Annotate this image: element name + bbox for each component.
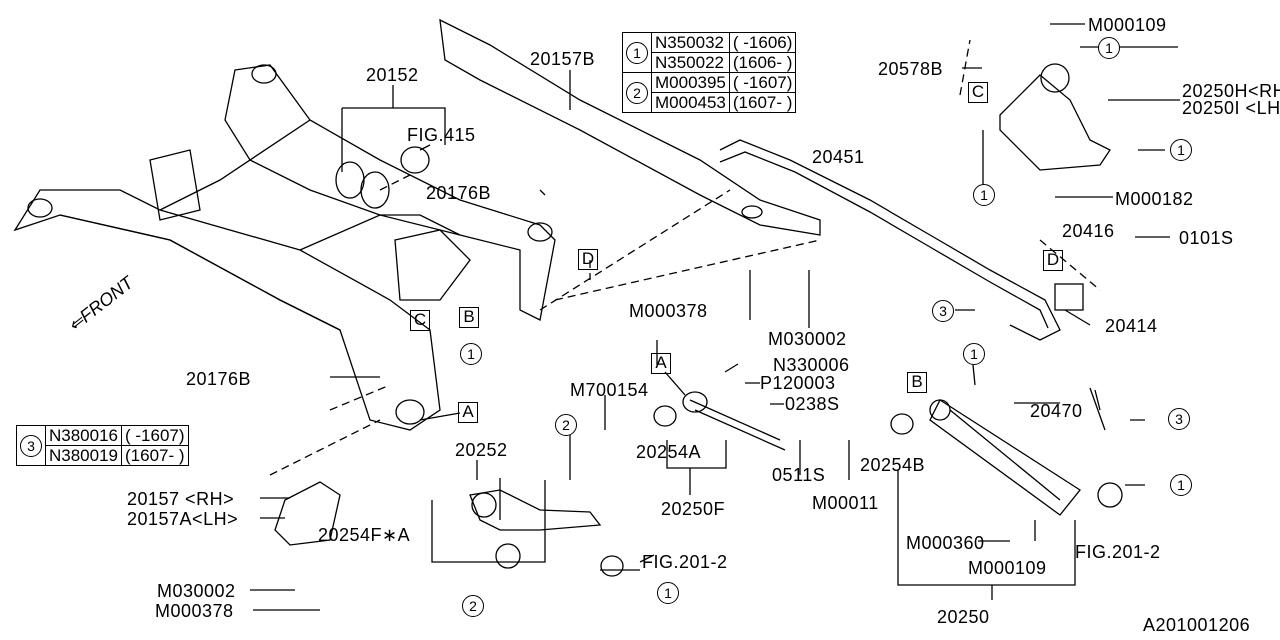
stabilizer-bar — [719, 139, 1061, 341]
date-range-cell: (1607- ) — [728, 92, 797, 113]
callout-1: 1 — [626, 41, 648, 64]
part-label: 20414 — [1105, 316, 1158, 336]
part-label: 20254A — [636, 442, 702, 462]
part-label: 0238S — [785, 394, 840, 414]
callout-3: 3 — [932, 300, 954, 322]
part-label: 0511S — [772, 465, 826, 485]
part-label: 20176B — [186, 369, 252, 389]
ref-box-b: B — [907, 372, 927, 393]
date-range-cell: (1607- ) — [121, 445, 189, 466]
table-ref-cell: 3 — [16, 425, 46, 466]
part-number-cell: N380016 — [44, 425, 123, 446]
part-label: 20451 — [812, 147, 865, 167]
part-label: 20176B — [426, 183, 492, 203]
part-number-cell: M000395 — [651, 72, 730, 93]
table-ref-cell: 1 — [622, 32, 652, 73]
part-label: P120003 — [760, 373, 836, 393]
part-label: M030002 — [157, 581, 236, 601]
date-range-cell: ( -1606) — [728, 32, 797, 53]
part-label: 20254B — [860, 455, 926, 475]
trailing-link — [469, 489, 602, 531]
date-range-cell: ( -1607) — [728, 72, 797, 93]
date-range-cell: (1606- ) — [728, 52, 797, 73]
figure-reference: FIG.201-2 — [1075, 542, 1161, 562]
callout-2: 2 — [462, 595, 484, 617]
table-row: M000453(1607- ) — [623, 92, 797, 113]
part-label: M00011 — [812, 493, 879, 513]
table-ref-cell: 2 — [622, 72, 652, 113]
crossmember-bar — [439, 18, 821, 236]
table-row: N380019(1607- ) — [17, 445, 189, 466]
callout-1: 1 — [1170, 139, 1192, 161]
lateral-link-b — [929, 399, 1081, 516]
callout-3: 3 — [1168, 408, 1190, 430]
upper-arm — [999, 74, 1111, 171]
ref-box-a: A — [651, 353, 671, 374]
part-number-cell: N350032 — [651, 32, 730, 53]
drawing-id: A201001206 — [1143, 615, 1251, 635]
callout-2: 2 — [555, 414, 577, 436]
ref-box-a: A — [458, 402, 478, 423]
part-label: 20250 — [937, 607, 990, 627]
callout-1: 1 — [963, 343, 985, 365]
figure-reference: FIG.415 — [407, 125, 476, 145]
part-label: M000378 — [155, 601, 234, 621]
callout-1: 1 — [1098, 37, 1120, 59]
callout-1: 1 — [1170, 474, 1192, 496]
part-label: M000109 — [1088, 15, 1167, 35]
ref-box-b: B — [459, 307, 479, 328]
rear-subframe — [13, 64, 556, 431]
bushing — [400, 146, 430, 174]
part-label: 20250I <LH> — [1182, 98, 1280, 118]
part-label: M000182 — [1115, 189, 1194, 209]
figure-reference: FIG.201-2 — [642, 552, 728, 572]
part-label: 20250F — [661, 499, 726, 519]
part-label: 20254F∗A — [318, 525, 411, 545]
part-label: 20157B — [530, 49, 596, 69]
callout-2: 2 — [626, 81, 648, 104]
part-label: 20416 — [1062, 221, 1115, 241]
bracket-20157 — [274, 481, 341, 546]
ref-box-d: D — [578, 249, 598, 270]
callout-1: 1 — [973, 184, 995, 206]
part-number-cell: M000453 — [651, 92, 730, 113]
part-label: M000378 — [629, 301, 708, 321]
part-label: 20157A<LH> — [127, 509, 239, 529]
part-label: 20157 <RH> — [127, 489, 235, 509]
part-label: M000109 — [968, 558, 1047, 578]
part-number-cell: N350022 — [651, 52, 730, 73]
ref-box-c: C — [410, 310, 430, 331]
callout-1: 1 — [460, 343, 482, 365]
ref-box-c: C — [968, 82, 988, 103]
table-row: N350022(1606- ) — [623, 52, 797, 73]
part-label: M000360 — [906, 533, 985, 553]
part-label: 20578B — [878, 59, 944, 79]
callout-3: 3 — [20, 434, 42, 457]
part-label: 20252 — [455, 440, 508, 460]
part-label: 20250H<RH> — [1182, 81, 1280, 101]
callout-1: 1 — [657, 582, 679, 604]
ref-box-d: D — [1043, 250, 1063, 271]
part-label: M030002 — [768, 329, 847, 349]
part-label: M700154 — [570, 380, 649, 400]
part-number-cell: N380019 — [44, 445, 123, 466]
part-label: 20152 — [366, 65, 419, 85]
date-range-cell: ( -1607) — [121, 425, 189, 446]
part-label: N330006 — [773, 355, 850, 375]
part-label: 0101S — [1179, 228, 1234, 248]
part-label: 20470 — [1030, 401, 1083, 421]
